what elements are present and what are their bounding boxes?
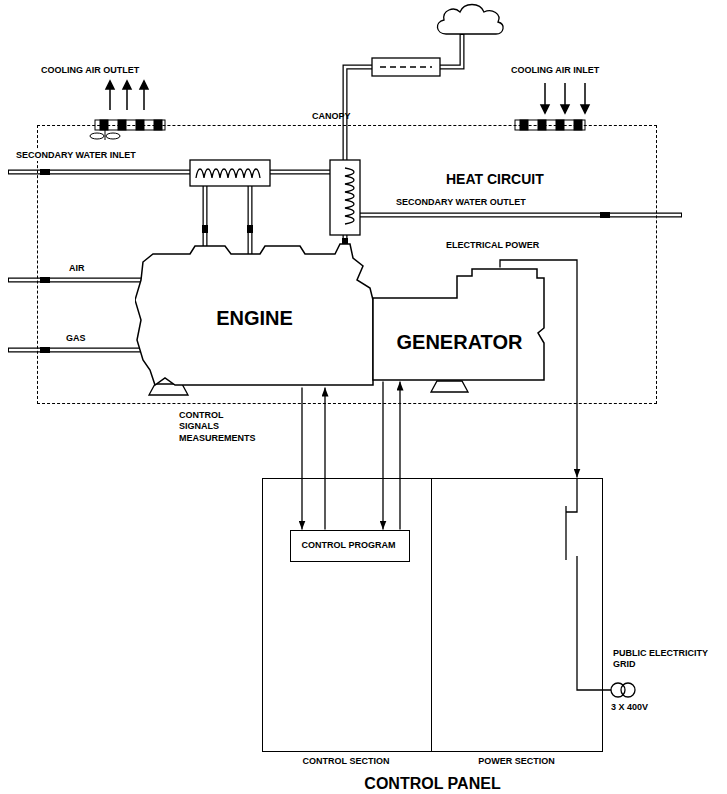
engine-block-outline	[135, 244, 373, 385]
water-pipes	[8, 278, 142, 283]
generator-unit-outline	[373, 269, 544, 380]
exhaust-silencer	[372, 58, 440, 76]
part-label: CONTROL SIGNALS MEASUREMENTS	[178, 410, 264, 444]
cooling-air-arrows	[544, 83, 546, 106]
fan-symbol	[105, 130, 106, 140]
canopy-housing: CANOPYENGINEGENERATOR	[37, 125, 657, 404]
grid-wiring	[577, 556, 611, 690]
node-label: CONTROL SECTION	[303, 756, 390, 766]
water-pipes	[249, 186, 252, 256]
water-pipes	[203, 186, 208, 252]
connector	[324, 388, 325, 530]
water-pipes	[440, 34, 462, 67]
control-program-box: CONTROL PROGRAM	[290, 530, 410, 562]
node-label: POWER SECTION	[478, 756, 555, 766]
edge-label: ELECTRICAL POWER	[445, 240, 540, 251]
part-label: HEAT CIRCUIT	[445, 171, 545, 189]
fan-symbol	[90, 133, 104, 139]
cooling-air-arrows	[581, 105, 589, 113]
cooling-air-arrows	[123, 81, 131, 89]
heat-exchanger	[190, 160, 270, 186]
mounting-feet	[149, 384, 188, 395]
water-pipes	[270, 171, 330, 174]
cooling-air-arrows	[541, 105, 549, 113]
water-pipes	[9, 349, 142, 352]
exhaust-silencer	[437, 5, 503, 35]
water-pipes	[9, 279, 142, 282]
part-label: SECONDARY WATER INLET	[15, 150, 137, 161]
heat-exchanger	[330, 160, 360, 235]
control-panel: CONTROL PANELCONTROL SECTIONCONTROL PROG…	[262, 478, 603, 752]
exhaust-silencer	[372, 5, 503, 77]
node-label: CONTROL PANEL	[364, 775, 500, 793]
part-label: COOLING AIR OUTLET	[40, 65, 140, 76]
water-pipes	[270, 170, 330, 175]
generator-unit: GENERATOR	[372, 268, 547, 382]
cooling-air-arrows	[584, 83, 586, 106]
heat-exchanger	[196, 169, 260, 178]
node-label: CONTROL PROGRAM	[302, 539, 396, 549]
part-label: SECONDARY WATER OUTLET	[395, 197, 527, 208]
part-label: GAS	[65, 333, 87, 344]
part-label: COOLING AIR INLET	[510, 65, 600, 76]
water-pipes	[360, 214, 681, 217]
exhaust-silencer	[380, 66, 432, 67]
water-pipes	[202, 225, 208, 233]
grid-wiring	[621, 683, 635, 697]
fan-symbol	[106, 133, 120, 139]
water-pipes	[40, 169, 50, 175]
water-pipes	[40, 277, 50, 283]
water-pipes	[204, 186, 207, 252]
node-label: CANOPY	[312, 111, 351, 121]
cooling-air-arrows	[126, 88, 128, 110]
fan-symbol	[90, 130, 120, 140]
heat-exchanger	[345, 168, 354, 224]
water-pipes	[360, 213, 682, 218]
cooling-air-arrows	[109, 88, 111, 110]
part-label: PUBLIC ELECTRICITY GRID	[612, 648, 724, 671]
cooling-air-arrows	[140, 81, 148, 89]
water-pipes	[8, 170, 190, 175]
part-label: AIR	[68, 263, 86, 274]
water-pipes	[8, 348, 142, 353]
part-label: 3 X 400V	[610, 702, 649, 713]
cooling-air-arrows	[564, 83, 566, 106]
connector	[301, 388, 302, 530]
water-pipes	[600, 212, 610, 218]
grid-wiring	[565, 506, 566, 560]
water-pipes	[40, 347, 50, 353]
heat-exchanger	[190, 160, 360, 235]
engine-block: ENGINE	[135, 240, 375, 388]
node-label: ENGINE	[216, 306, 293, 329]
power-section: POWER SECTION	[432, 478, 602, 752]
cooling-air-arrows	[143, 88, 145, 110]
mounting-feet	[431, 381, 468, 392]
water-pipes	[248, 186, 253, 256]
cooling-air-arrows	[561, 105, 569, 113]
water-pipes	[247, 225, 253, 233]
grid-wiring	[566, 478, 577, 512]
water-pipes	[440, 35, 462, 67]
control-section: CONTROL SECTIONCONTROL PROGRAM	[262, 478, 432, 752]
node-label: GENERATOR	[397, 330, 523, 353]
cooling-air-arrows	[106, 81, 114, 89]
generator-unit-outline	[372, 268, 547, 382]
